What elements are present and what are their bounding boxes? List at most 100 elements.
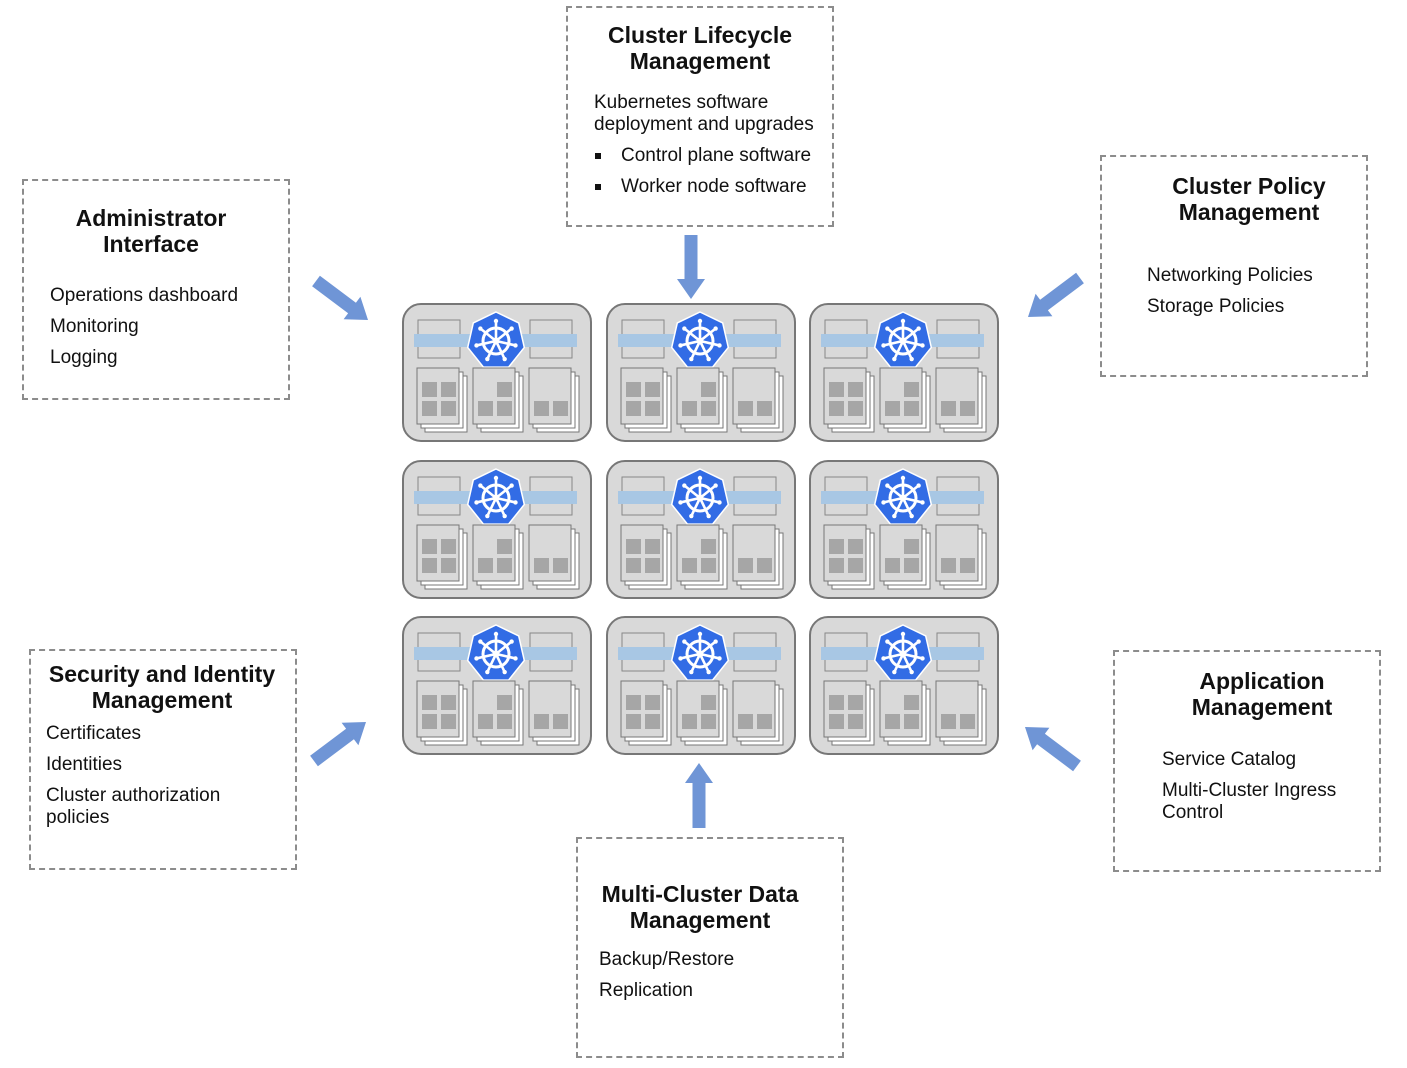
worker-node: [472, 367, 524, 433]
kubernetes-cluster: [809, 616, 999, 755]
container-block: [960, 401, 975, 416]
container-block: [941, 401, 956, 416]
list-item-continuation: policies: [46, 807, 110, 828]
container-block: [645, 695, 660, 710]
container-block: [885, 401, 900, 416]
kubernetes-cluster: [402, 303, 592, 442]
container-block: [626, 714, 641, 729]
worker-node: [823, 524, 875, 590]
worker-node: [676, 524, 728, 590]
container-block: [941, 558, 956, 573]
kubernetes-helm-icon: [670, 311, 730, 368]
container-block: [829, 539, 844, 554]
container-block: [441, 539, 456, 554]
container-block: [904, 401, 919, 416]
container-block: [848, 714, 863, 729]
list-item: Service Catalog: [1162, 749, 1297, 770]
container-block: [626, 382, 641, 397]
list-item: Logging: [50, 347, 118, 368]
kubernetes-cluster: [809, 460, 999, 599]
container-block: [885, 714, 900, 729]
container-block: [960, 558, 975, 573]
container-block: [701, 695, 716, 710]
box-title: Application Management: [1191, 668, 1333, 720]
container-block: [422, 558, 437, 573]
security-identity-management-box: Security and Identity Management Certifi…: [29, 649, 297, 870]
container-block: [848, 558, 863, 573]
container-block: [848, 382, 863, 397]
worker-node: [823, 680, 875, 746]
container-block: [848, 401, 863, 416]
container-block: [645, 382, 660, 397]
list-item: Replication: [599, 980, 693, 1001]
kubernetes-helm-icon: [670, 468, 730, 525]
kubernetes-helm-icon: [670, 624, 730, 681]
container-block: [848, 539, 863, 554]
container-block: [422, 382, 437, 397]
container-block: [757, 401, 772, 416]
list-item: Monitoring: [50, 316, 139, 337]
kubernetes-helm-icon: [873, 311, 933, 368]
container-block: [441, 382, 456, 397]
worker-node: [732, 680, 784, 746]
container-block: [757, 714, 772, 729]
kubernetes-helm-icon: [873, 468, 933, 525]
container-block: [701, 382, 716, 397]
container-block: [645, 558, 660, 573]
container-block: [701, 714, 716, 729]
worker-node: [472, 524, 524, 590]
kubernetes-cluster: [402, 460, 592, 599]
container-block: [553, 558, 568, 573]
box-title: Multi-Cluster Data Management: [601, 881, 799, 933]
worker-node: [416, 367, 468, 433]
worker-node: [732, 367, 784, 433]
container-block: [904, 714, 919, 729]
container-block: [441, 558, 456, 573]
container-block: [682, 558, 697, 573]
worker-node: [879, 524, 931, 590]
container-block: [478, 714, 493, 729]
worker-node: [879, 680, 931, 746]
kubernetes-cluster: [606, 616, 796, 755]
worker-node: [823, 367, 875, 433]
container-block: [885, 558, 900, 573]
container-block: [422, 714, 437, 729]
container-block: [829, 382, 844, 397]
kubernetes-helm-icon: [466, 624, 526, 681]
worker-node: [528, 367, 580, 433]
container-block: [701, 539, 716, 554]
container-block: [904, 539, 919, 554]
container-block: [441, 695, 456, 710]
worker-node: [935, 680, 987, 746]
box-title: Cluster Lifecycle Management: [607, 22, 793, 74]
list-item: Operations dashboard: [50, 285, 239, 306]
container-block: [626, 558, 641, 573]
worker-node: [879, 367, 931, 433]
container-block: [645, 401, 660, 416]
container-block: [904, 558, 919, 573]
kubernetes-cluster: [402, 616, 592, 755]
direction-arrow-icon: [685, 763, 713, 828]
worker-node: [935, 367, 987, 433]
container-block: [645, 539, 660, 554]
worker-node: [416, 524, 468, 590]
container-block: [497, 558, 512, 573]
container-block: [757, 558, 772, 573]
multi-cluster-data-management-box: Multi-Cluster Data Management Backup/Res…: [576, 837, 844, 1058]
container-block: [626, 401, 641, 416]
list-item: Backup/Restore: [599, 949, 735, 970]
box-title: Cluster Policy Management: [1172, 173, 1326, 225]
cluster-lifecycle-management-box: Cluster Lifecycle Management Kubernetes …: [566, 6, 834, 227]
container-block: [626, 539, 641, 554]
container-block: [829, 558, 844, 573]
worker-node: [620, 680, 672, 746]
container-block: [441, 714, 456, 729]
container-block: [478, 401, 493, 416]
container-block: [441, 401, 456, 416]
container-block: [478, 558, 493, 573]
cluster-policy-management-box: Cluster Policy Management Networking Pol…: [1100, 155, 1368, 377]
container-block: [941, 714, 956, 729]
container-block: [738, 714, 753, 729]
direction-arrow-icon: [310, 722, 366, 767]
